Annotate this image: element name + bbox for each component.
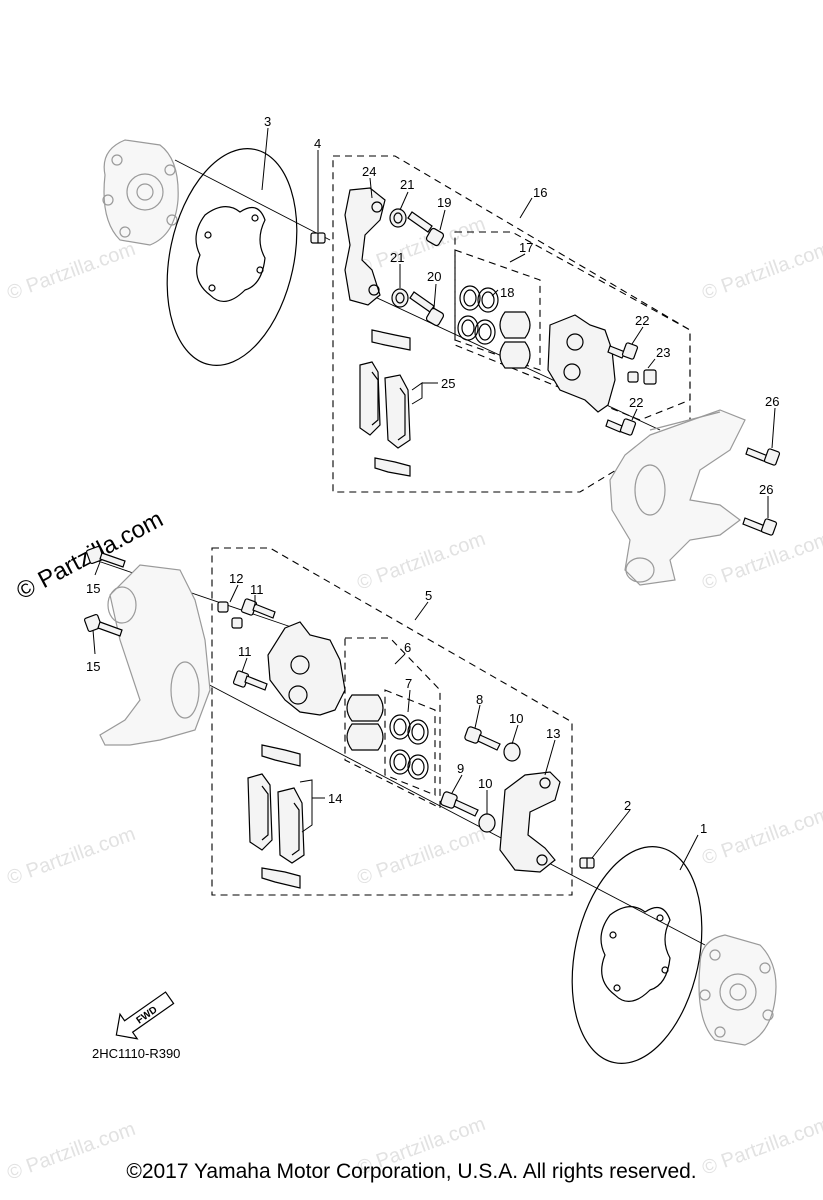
watermark-text: © Partzilla.com — [4, 238, 138, 305]
callout-15b: 15 — [86, 659, 100, 674]
watermark-text: © Partzilla.com — [699, 238, 823, 305]
outline-16 — [332, 155, 691, 493]
boot-21-lower — [391, 288, 409, 308]
callout-15a: 15 — [86, 581, 100, 596]
caliper-bolt-22-upper — [607, 342, 639, 360]
callout-3: 3 — [264, 114, 271, 129]
knuckle-bolt-26-lower — [742, 517, 778, 536]
drawing-code: 2HC1110-R390 — [92, 1046, 180, 1061]
caliper-body-upper — [547, 314, 616, 413]
callout-17: 17 — [519, 240, 533, 255]
caliper-bolt-11-lower — [232, 670, 268, 691]
pistons-upper — [499, 311, 531, 369]
callout-21b: 21 — [390, 250, 404, 265]
pistons-lower — [346, 694, 384, 751]
watermark-text: © Partzilla.com — [699, 528, 823, 595]
pad-clip-lower-bottom — [261, 867, 301, 889]
callout-19: 19 — [437, 195, 451, 210]
caliper-body-lower — [267, 621, 346, 716]
watermark-pattern: © Partzilla.com © Partzilla.com © Partzi… — [4, 213, 823, 1185]
callout-21a: 21 — [400, 177, 414, 192]
pad-clip-lower-top — [261, 744, 301, 767]
caliper-bracket-13 — [499, 771, 561, 873]
callout-4: 4 — [314, 136, 321, 151]
callout-22a: 22 — [635, 313, 649, 328]
axis-line — [199, 679, 706, 946]
copyright-notice: ©2017 Yamaha Motor Corporation, U.S.A. A… — [126, 1160, 697, 1183]
brake-pads-14 — [247, 773, 305, 864]
callout-9: 9 — [457, 761, 464, 776]
callout-7: 7 — [405, 676, 412, 691]
outline-6 — [344, 637, 441, 809]
pad-clip-bottom — [374, 457, 411, 477]
knuckle-upper-right — [609, 409, 746, 586]
watermark-text: © Partzilla.com — [4, 823, 138, 890]
callout-11b: 11 — [238, 644, 252, 659]
brake-disc-upper — [166, 148, 298, 366]
fwd-label: FWD — [135, 1004, 160, 1026]
boot-10-upper — [503, 742, 521, 762]
piston-seals-7 — [389, 714, 429, 780]
callout-13: 13 — [546, 726, 560, 741]
callout-8: 8 — [476, 692, 483, 707]
caliper-bolt-22-lower — [605, 418, 637, 436]
knuckle-bolt-26-upper — [745, 447, 781, 466]
fwd-arrow-icon: FWD — [115, 991, 175, 1040]
rear-hub-lower — [698, 934, 777, 1046]
knuckle-lower-left — [99, 564, 211, 746]
callout-6: 6 — [404, 640, 411, 655]
slide-pin-19 — [407, 211, 445, 247]
caliper-bracket-24 — [344, 187, 386, 306]
callout-16: 16 — [533, 185, 547, 200]
callout-22b: 22 — [629, 395, 643, 410]
callout-23: 23 — [656, 345, 670, 360]
brake-disc-lower — [571, 846, 703, 1064]
callout-24: 24 — [362, 164, 376, 179]
callout-26a: 26 — [765, 394, 779, 409]
slide-pin-8 — [464, 726, 501, 751]
bleeder-12 — [217, 601, 243, 629]
watermark-text: © Partzilla.com — [354, 528, 488, 595]
callout-1: 1 — [700, 821, 707, 836]
callout-10a: 10 — [509, 711, 523, 726]
slide-pin-20 — [409, 291, 445, 327]
outline-5 — [211, 547, 573, 896]
rear-hub-upper — [102, 139, 179, 246]
callout-2: 2 — [624, 798, 631, 813]
callout-25: 25 — [441, 376, 455, 391]
watermark-text: © Partzilla.com — [699, 803, 823, 870]
axis-line — [94, 559, 301, 631]
callouts: 1 2 3 4 5 6 7 8 9 10 10 11 11 12 13 14 1… — [86, 114, 779, 836]
callout-11a: 11 — [250, 582, 264, 597]
callout-20: 20 — [427, 269, 441, 284]
boot-10-lower — [478, 813, 496, 833]
callout-26b: 26 — [759, 482, 773, 497]
leader-lines — [92, 127, 776, 871]
outline-18 — [454, 249, 541, 371]
brake-pads-25 — [359, 361, 411, 449]
bleeder-23 — [627, 369, 657, 385]
disc-bolt-4 — [310, 232, 326, 244]
axis-line — [174, 159, 331, 241]
boot-21-upper — [389, 208, 407, 228]
callout-12: 12 — [229, 571, 243, 586]
watermark-text: © Partzilla.com — [354, 823, 488, 890]
caliper-bolt-11-upper — [240, 598, 276, 619]
knuckle-bolt-15-upper — [85, 545, 126, 568]
outline-7 — [384, 689, 436, 796]
outline-17 — [454, 231, 691, 421]
pad-clip-top — [371, 329, 411, 351]
callout-5: 5 — [425, 588, 432, 603]
callout-10b: 10 — [478, 776, 492, 791]
callout-18: 18 — [500, 285, 514, 300]
slide-pin-9 — [440, 791, 479, 817]
piston-seals-18 — [457, 285, 499, 345]
callout-14: 14 — [328, 791, 342, 806]
disc-bolt-2 — [579, 857, 595, 869]
knuckle-bolt-15-lower — [83, 613, 123, 637]
